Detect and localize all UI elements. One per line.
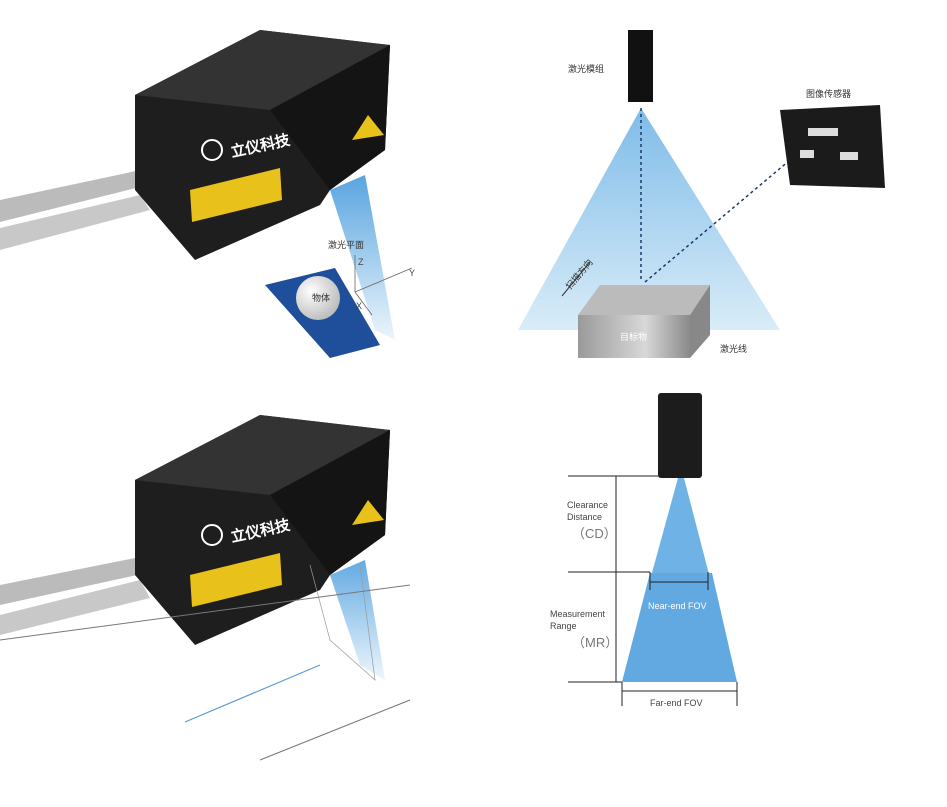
sensor-device-bottom: 立仪科技 [0, 415, 390, 645]
far-fov-label: Far-end FOV [650, 698, 703, 708]
image-sensor [780, 105, 885, 188]
laser-module [628, 30, 653, 102]
laser-plane [330, 175, 395, 340]
cd-label-line1: Clearance [567, 500, 608, 510]
cable [0, 195, 150, 250]
cd-label-line2: Distance [567, 512, 602, 522]
target-object [578, 315, 690, 358]
laser-warning-icon [352, 115, 384, 140]
scan-direction-arrow [184, 664, 321, 723]
object-ball [296, 276, 340, 320]
axis-y-label: Y [409, 268, 415, 278]
target-label: 目标物 [620, 331, 647, 343]
sensor-side-view [658, 393, 702, 478]
laser-line-label: 激光线 [720, 343, 747, 355]
object-label: 物体 [312, 292, 330, 304]
mr-abbr: （MR） [572, 635, 618, 650]
laser-module-label: 激光模组 [568, 63, 604, 75]
mr-label-line1: Measurement [550, 609, 606, 619]
sensor-device-top: 立仪科技 [0, 30, 390, 260]
axis-x-label: X [356, 301, 362, 311]
scan-laser-plane [330, 560, 385, 680]
laser-plane-label: 激光平面 [328, 239, 364, 251]
mr-label-line2: Range [550, 621, 577, 631]
image-sensor-label: 图像传感器 [806, 88, 851, 100]
warning-label [190, 168, 282, 222]
axis-z-label: Z [358, 257, 364, 267]
near-fov-label: Near-end FOV [648, 601, 707, 611]
cd-abbr: （CD） [572, 526, 617, 541]
laser-beam [518, 108, 780, 330]
brand-logo-icon [201, 139, 223, 161]
cable [0, 168, 160, 222]
